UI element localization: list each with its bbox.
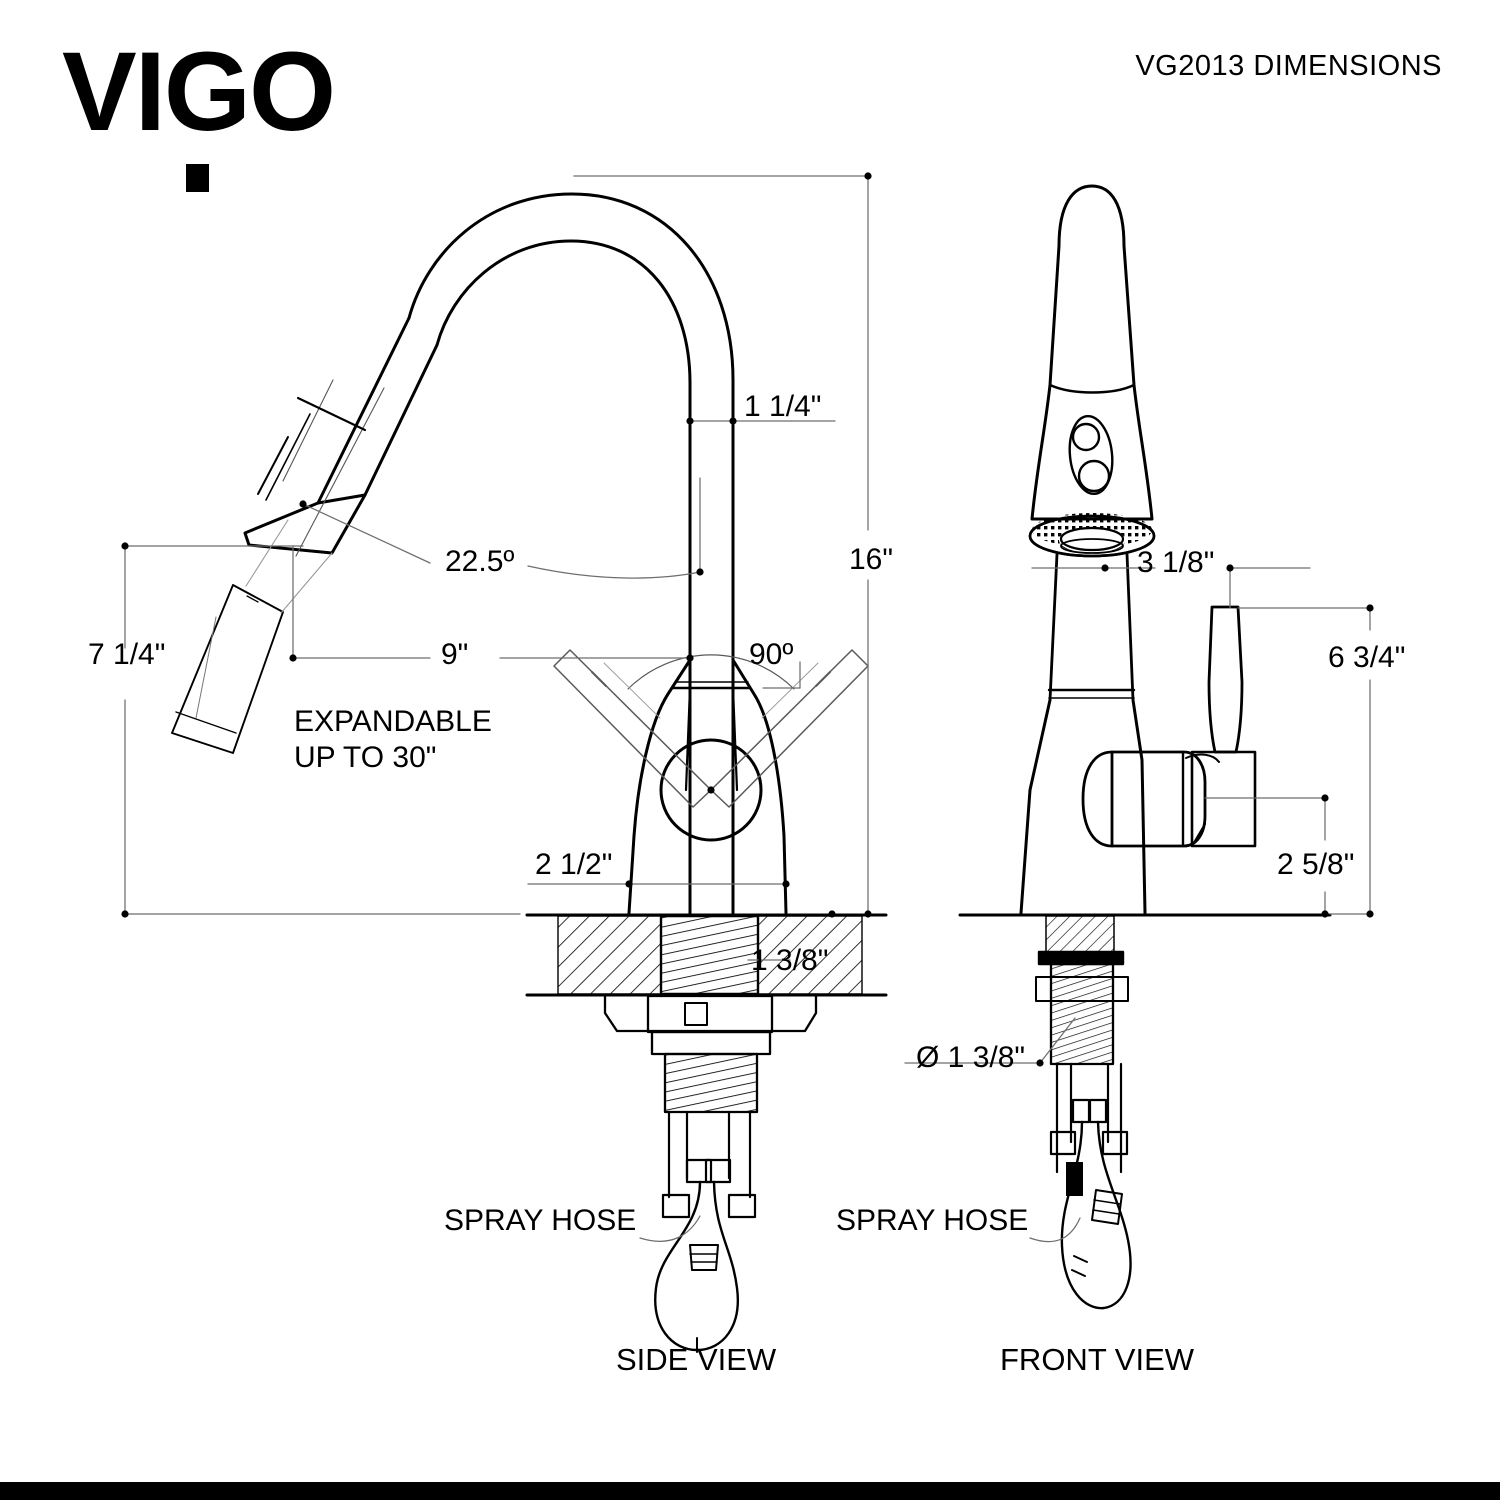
vigo-logo-text: VIGO — [62, 29, 336, 154]
vigo-logo: VIGO — [62, 36, 336, 192]
dim-spout-reach: 9" — [441, 638, 469, 671]
dim-spray-head-width: 3 1/8" — [1137, 546, 1215, 579]
dim-spout-angle: 22.5º — [445, 545, 515, 578]
note-spray-hose-side: SPRAY HOSE — [444, 1204, 637, 1237]
dimension-lines — [124, 175, 1371, 1243]
dim-mount-hole-dia: Ø 1 3/8" — [916, 1041, 1026, 1074]
note-expandable-line2: UP TO 30" — [294, 741, 437, 774]
dim-handle-swing-angle: 90º — [749, 638, 794, 671]
page-title: VG2013 DIMENSIONS — [1135, 50, 1442, 82]
vigo-logo-dot — [186, 164, 209, 192]
front-view-geometry — [958, 184, 1332, 1310]
bottom-bar — [0, 1482, 1500, 1500]
caption-front-view: FRONT VIEW — [1000, 1342, 1195, 1377]
dim-spout-tube-dia: 1 1/4" — [744, 390, 822, 423]
dim-base-width: 2 1/2" — [535, 848, 613, 881]
note-spray-hose-front: SPRAY HOSE — [836, 1204, 1029, 1237]
dim-handle-height: 6 3/4" — [1328, 641, 1406, 674]
dim-spray-head-height: 7 1/4" — [88, 638, 166, 671]
dimension-endpoints — [121, 172, 1374, 1067]
caption-side-view: SIDE VIEW — [616, 1342, 777, 1377]
note-expandable-line1: EXPANDABLE — [294, 705, 492, 738]
dim-overall-height: 16" — [849, 543, 894, 576]
dim-deck-thickness: 1 3/8" — [751, 944, 829, 977]
side-view-geometry — [171, 192, 888, 1353]
dim-handle-body-height: 2 5/8" — [1277, 848, 1355, 881]
